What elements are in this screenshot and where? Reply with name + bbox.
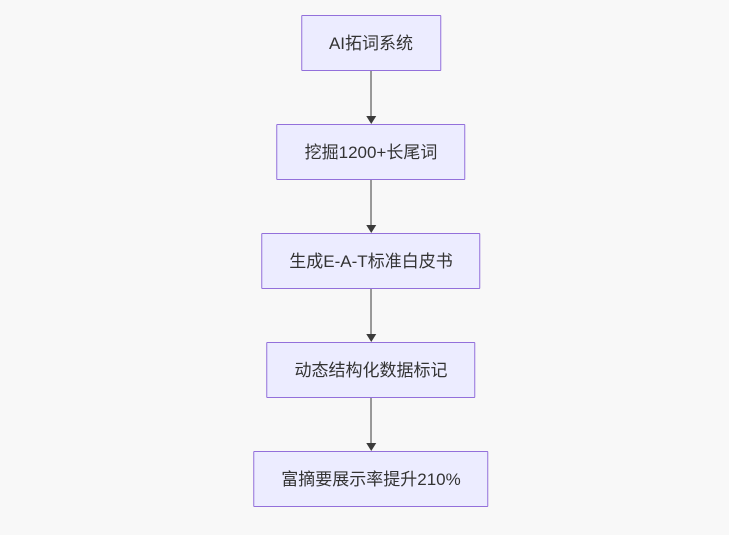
flow-node-longtail-mining: 挖掘1200+长尾词 <box>276 124 466 180</box>
flow-node-eat-whitepaper: 生成E-A-T标准白皮书 <box>261 233 481 289</box>
arrow-head-icon <box>365 225 376 233</box>
flow-node-label: 富摘要展示率提升210% <box>281 469 461 489</box>
arrow-down-connector-3 <box>365 289 377 342</box>
flow-node-structured-data-markup: 动态结构化数据标记 <box>266 342 476 398</box>
arrow-head-icon <box>365 116 376 124</box>
arrow-down-connector-2 <box>365 180 377 233</box>
flow-node-rich-snippet-result: 富摘要展示率提升210% <box>253 451 489 507</box>
flow-node-ai-word-expansion: AI拓词系统 <box>300 15 442 71</box>
arrow-line <box>370 398 372 445</box>
flow-node-label: 生成E-A-T标准白皮书 <box>289 251 453 271</box>
flow-node-label: 动态结构化数据标记 <box>294 360 448 380</box>
arrow-head-icon <box>365 334 376 342</box>
arrow-down-connector-4 <box>365 398 377 451</box>
arrow-head-icon <box>365 443 376 451</box>
arrow-down-connector-1 <box>365 71 377 124</box>
flowchart-column: AI拓词系统 挖掘1200+长尾词 生成E-A-T标准白皮书 动态结构化数据标记 <box>253 15 489 507</box>
flow-node-label: 挖掘1200+长尾词 <box>304 142 438 162</box>
arrow-line <box>370 180 372 227</box>
arrow-line <box>370 289 372 336</box>
flow-node-label: AI拓词系统 <box>328 33 414 53</box>
arrow-line <box>370 71 372 118</box>
